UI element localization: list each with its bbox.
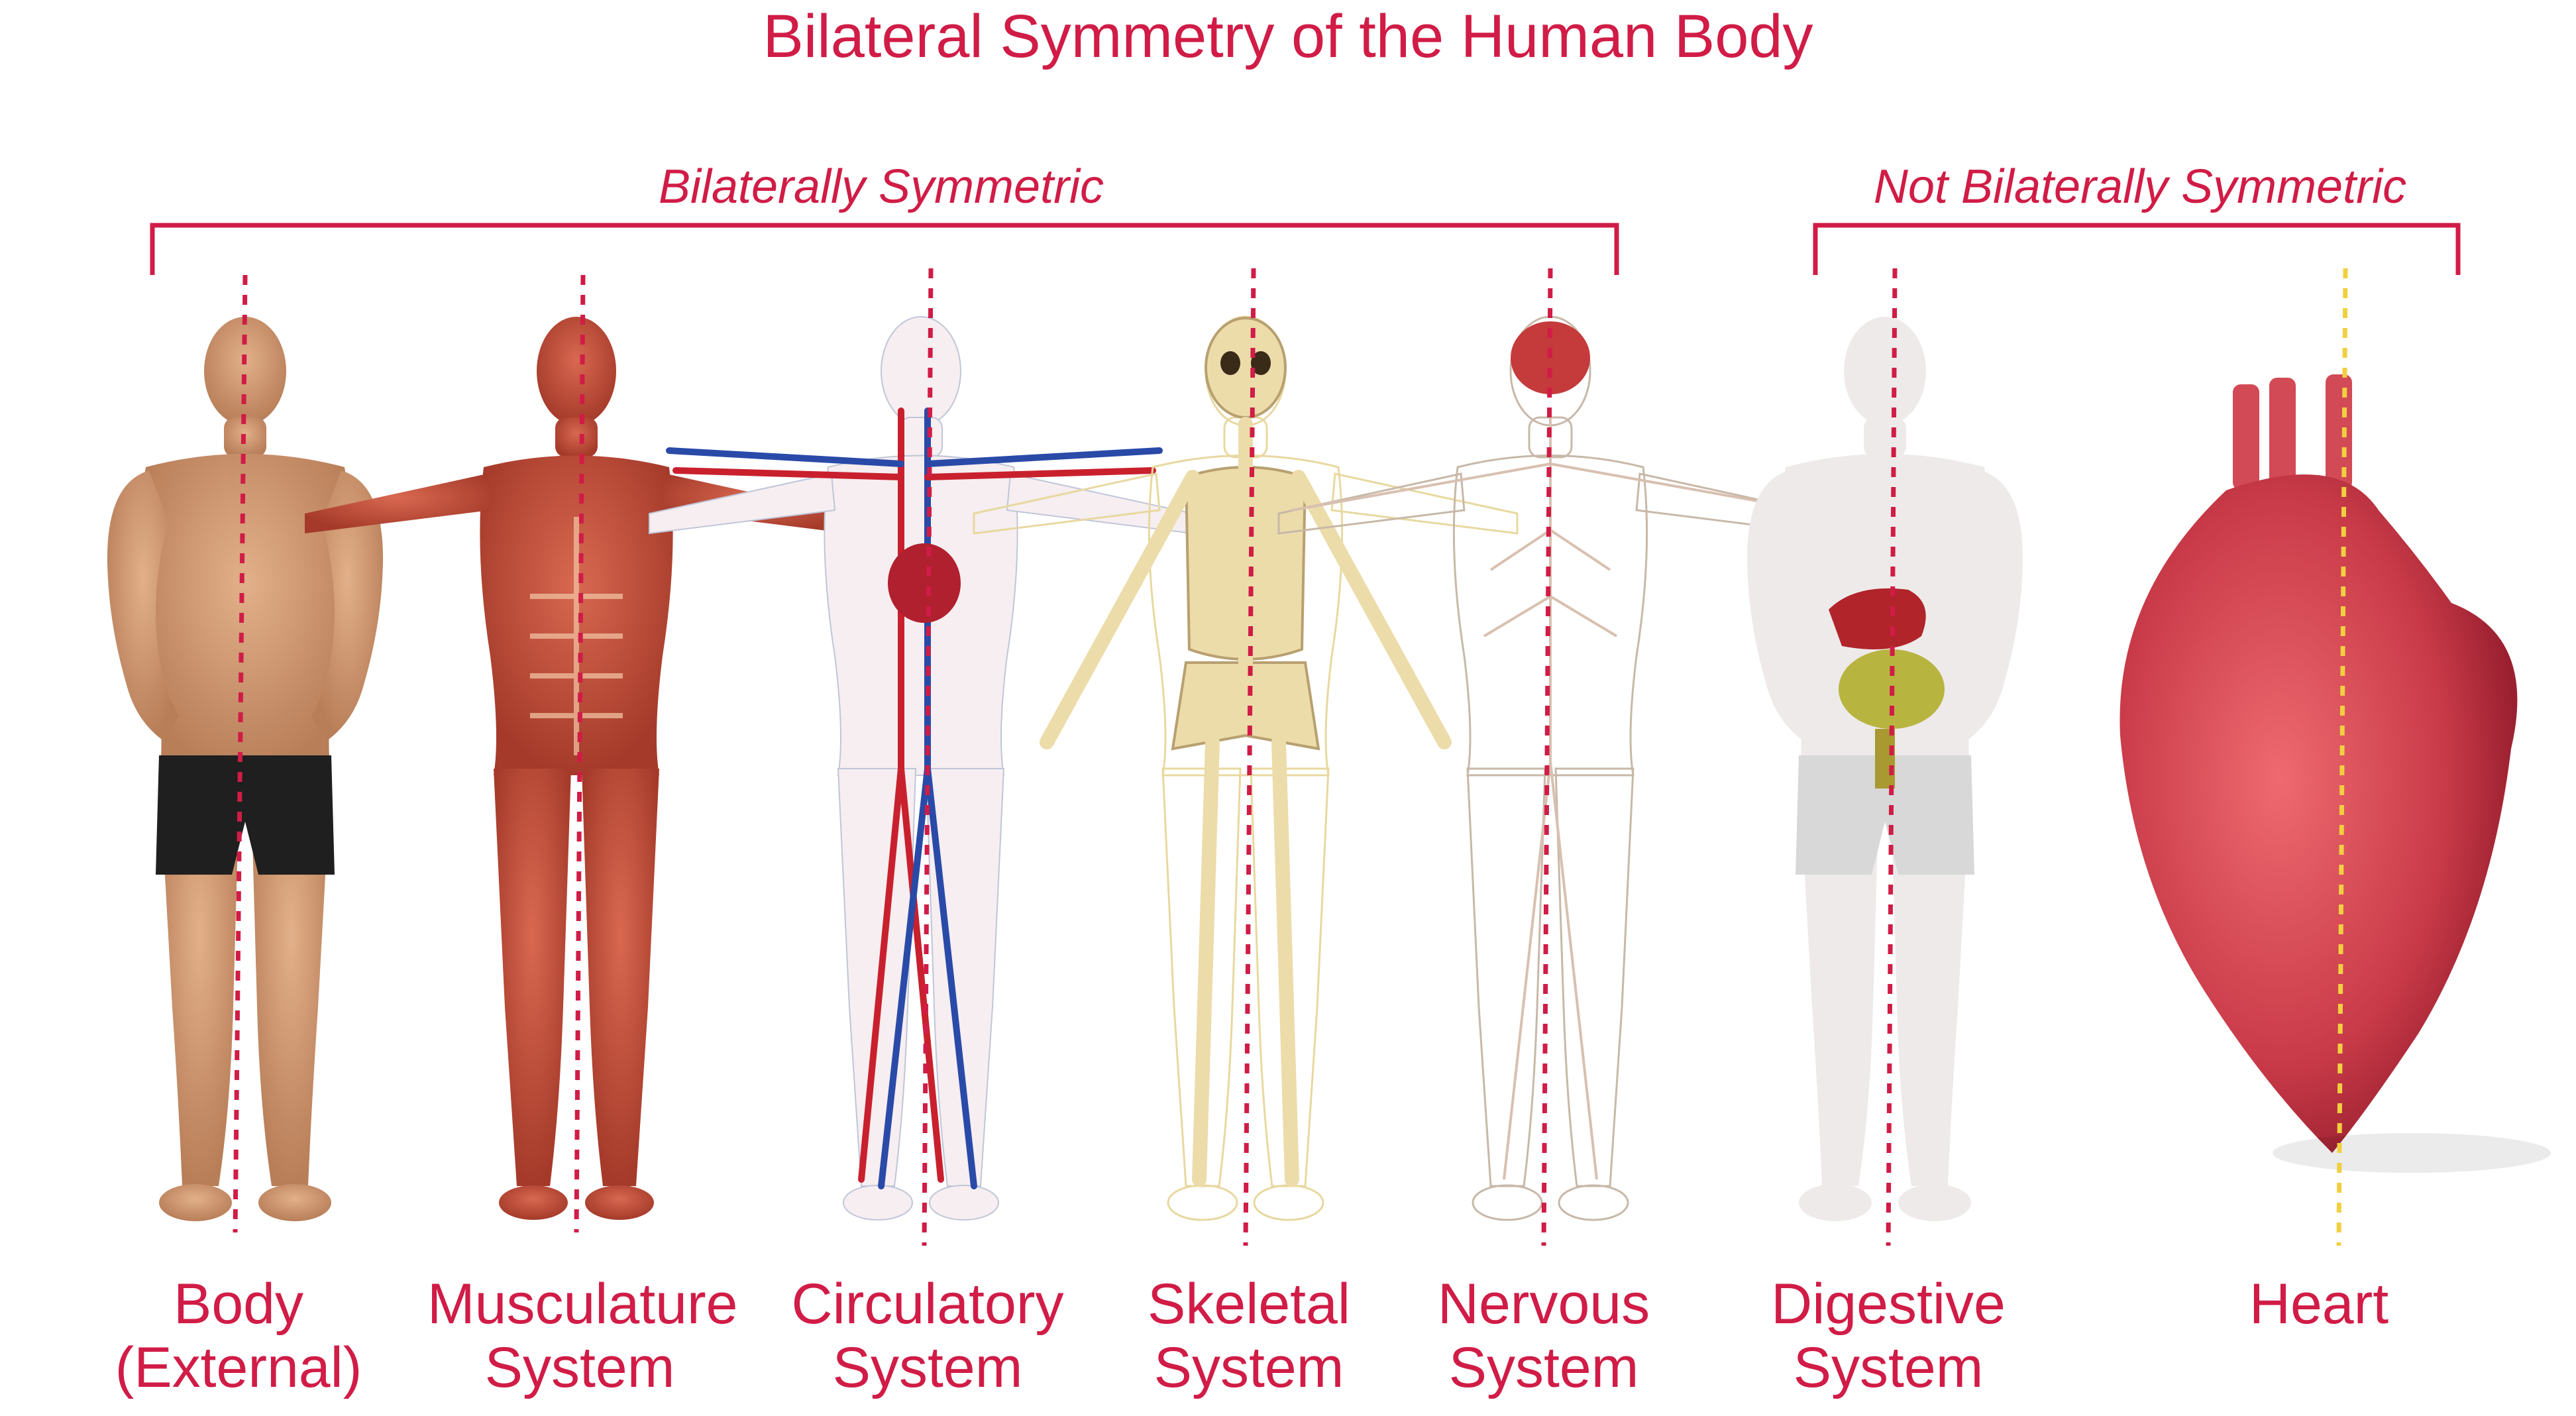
- bracket-symmetric: [150, 223, 1619, 275]
- group-label-symmetric: Bilaterally Symmetric: [658, 160, 1104, 213]
- figure-circulatory: [649, 316, 1193, 1221]
- symmetry-line-heart: [2336, 268, 2348, 1246]
- symmetry-line-nervous: [1541, 268, 1553, 1246]
- symmetry-line-body: [233, 274, 248, 1233]
- caption-heart: Heart: [2249, 1272, 2389, 1336]
- figure-digestive: [1746, 317, 2023, 1221]
- symmetry-line-skeletal: [1243, 268, 1256, 1246]
- symmetry-line-musculature: [574, 274, 586, 1233]
- bracket-not-symmetric: [1813, 223, 2461, 275]
- figure-body-external: [107, 317, 384, 1221]
- caption-body-external: Body(External): [115, 1272, 362, 1399]
- figure-musculature: [305, 317, 848, 1220]
- symmetry-line-digestive: [1886, 268, 1898, 1246]
- page-title: Bilateral Symmetry of the Human Body: [763, 3, 1813, 70]
- group-label-not-symmetric: Not Bilaterally Symmetric: [1873, 160, 2407, 213]
- symmetry-line-circulatory: [922, 268, 934, 1246]
- figure-skeletal: [973, 315, 1519, 1221]
- figure-heart: [2120, 374, 2551, 1173]
